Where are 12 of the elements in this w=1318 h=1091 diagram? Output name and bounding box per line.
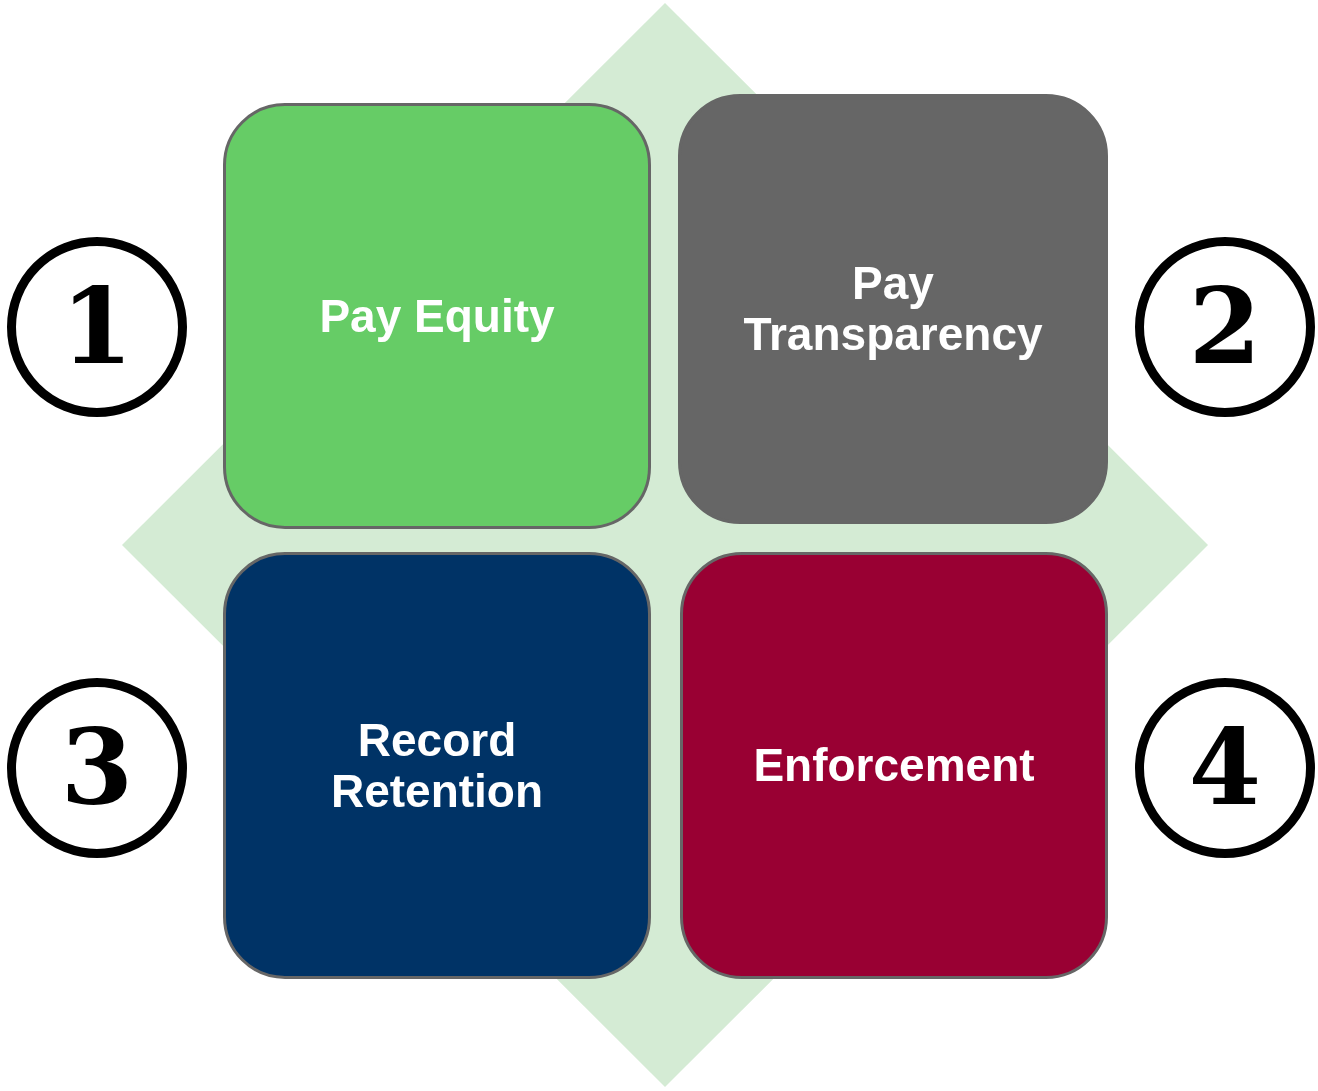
step-number: 4 xyxy=(1188,716,1262,820)
topic-tile xyxy=(680,552,1108,979)
topic-tile xyxy=(223,552,651,979)
step-number: 3 xyxy=(60,716,134,820)
tile-label: Record Retention xyxy=(329,714,545,817)
topic-tile xyxy=(223,103,651,529)
tile-label: Pay Transparency xyxy=(742,258,1044,360)
step-number: 1 xyxy=(60,275,134,379)
step-number: 2 xyxy=(1188,275,1262,379)
tile-label: Pay Equity xyxy=(319,290,555,342)
tile-label: Enforcement xyxy=(753,740,1035,791)
topic-tile xyxy=(678,94,1108,524)
